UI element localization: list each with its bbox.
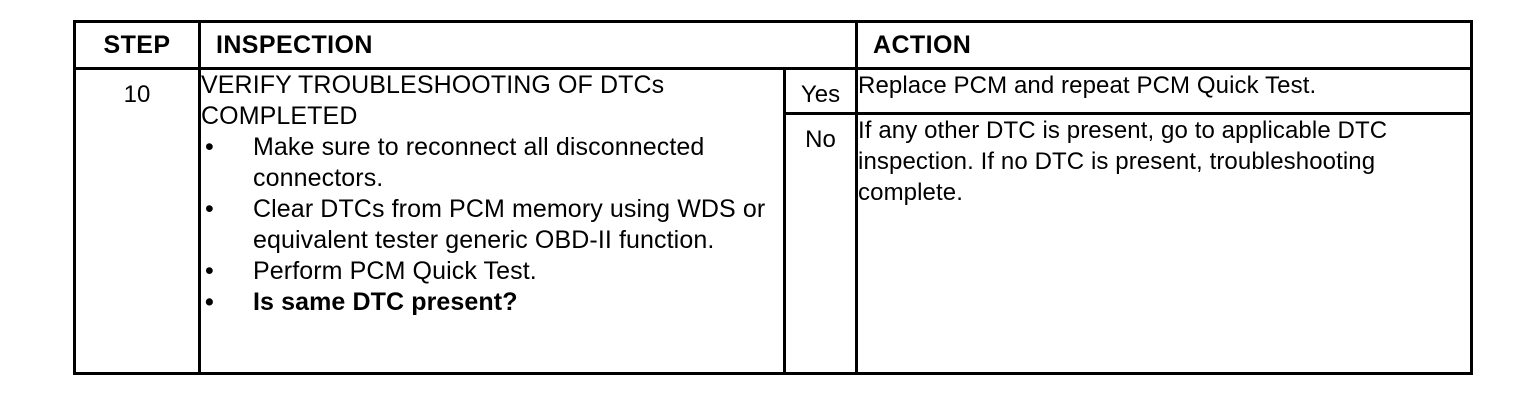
answer-cell-no: No <box>782 112 859 375</box>
list-item: • Make sure to reconnect all disconnecte… <box>201 132 783 194</box>
header-cell-action: ACTION <box>855 20 1474 70</box>
inspection-cell: VERIFY TROUBLESHOOTING OF DTCs COMPLETED… <box>198 67 786 375</box>
header-cell-step: STEP <box>73 20 201 70</box>
answer-label-yes: Yes <box>800 81 841 108</box>
inspection-title-line-1: VERIFY TROUBLESHOOTING OF DTCs <box>201 71 665 99</box>
header-label-action: ACTION <box>873 31 972 59</box>
action-cell-no: If any other DTC is present, go to appli… <box>855 112 1474 375</box>
header-cell-inspection: INSPECTION <box>197 20 859 70</box>
inspection-bullet-list: • Make sure to reconnect all disconnecte… <box>201 132 783 318</box>
list-item-text: Make sure to reconnect all disconnected … <box>253 133 705 192</box>
action-text-yes: Replace PCM and repeat PCM Quick Test. <box>858 72 1317 99</box>
inspection-title-line-2: COMPLETED <box>201 102 358 130</box>
table-row: 10 VERIFY TROUBLESHOOTING OF DTCs COMPLE… <box>73 66 1474 375</box>
list-item: • Clear DTCs from PCM memory using WDS o… <box>201 194 783 256</box>
list-item-text: Perform PCM Quick Test. <box>253 257 537 285</box>
list-item: • Is same DTC present? <box>201 287 783 318</box>
step-number-cell: 10 <box>73 67 201 375</box>
header-label-inspection: INSPECTION <box>216 31 373 59</box>
bullet-icon: • <box>205 133 214 161</box>
table-row: No If any other DTC is present, go to ap… <box>75 112 1474 375</box>
bullet-icon: • <box>205 257 214 285</box>
bullet-icon: • <box>205 288 214 316</box>
action-text-no: If any other DTC is present, go to appli… <box>858 117 1388 207</box>
header-label-step: STEP <box>103 31 171 59</box>
action-cell-yes: Replace PCM and repeat PCM Quick Test. <box>855 66 1474 116</box>
list-item-text: Clear DTCs from PCM memory using WDS or … <box>253 195 766 254</box>
bullet-icon: • <box>205 195 214 223</box>
table-header-row: STEP INSPECTION ACTION <box>73 20 1474 70</box>
answer-cell-yes: Yes <box>782 66 859 116</box>
answer-label-no: No <box>805 126 836 154</box>
list-item-text: Is same DTC present? <box>253 288 518 316</box>
diagnostic-table: STEP INSPECTION ACTION 10 VERIFY TROUBLE… <box>73 20 1474 375</box>
list-item: • Perform PCM Quick Test. <box>201 256 783 287</box>
step-number: 10 <box>123 81 151 108</box>
